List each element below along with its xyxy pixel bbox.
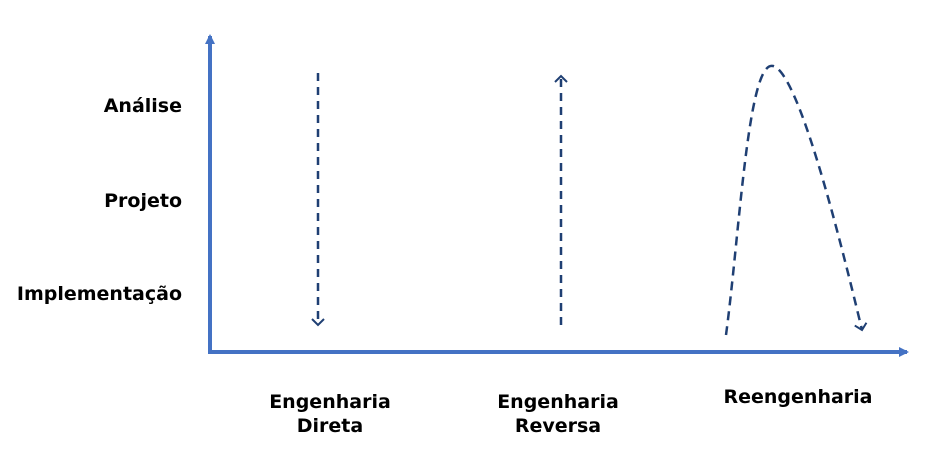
process-label-reverse-line2: Reversa bbox=[514, 414, 602, 437]
y-level-analise: Análise bbox=[103, 95, 182, 117]
process-label-reengineering: Reengenharia bbox=[698, 386, 898, 410]
process-label-reengineering-line1: Reengenharia bbox=[723, 386, 873, 408]
y-level-implementacao: Implementação bbox=[16, 283, 182, 305]
process-label-forward-line2: Direta bbox=[296, 414, 364, 437]
process-label-forward: Engenharia Direta bbox=[230, 391, 430, 439]
process-label-reverse: Engenharia Reversa bbox=[458, 391, 658, 439]
process-label-forward-line1: Engenharia bbox=[269, 391, 391, 413]
reengineering-curve bbox=[724, 64, 868, 336]
process-label-reverse-line1: Engenharia bbox=[497, 391, 619, 413]
y-level-projeto: Projeto bbox=[104, 190, 182, 212]
